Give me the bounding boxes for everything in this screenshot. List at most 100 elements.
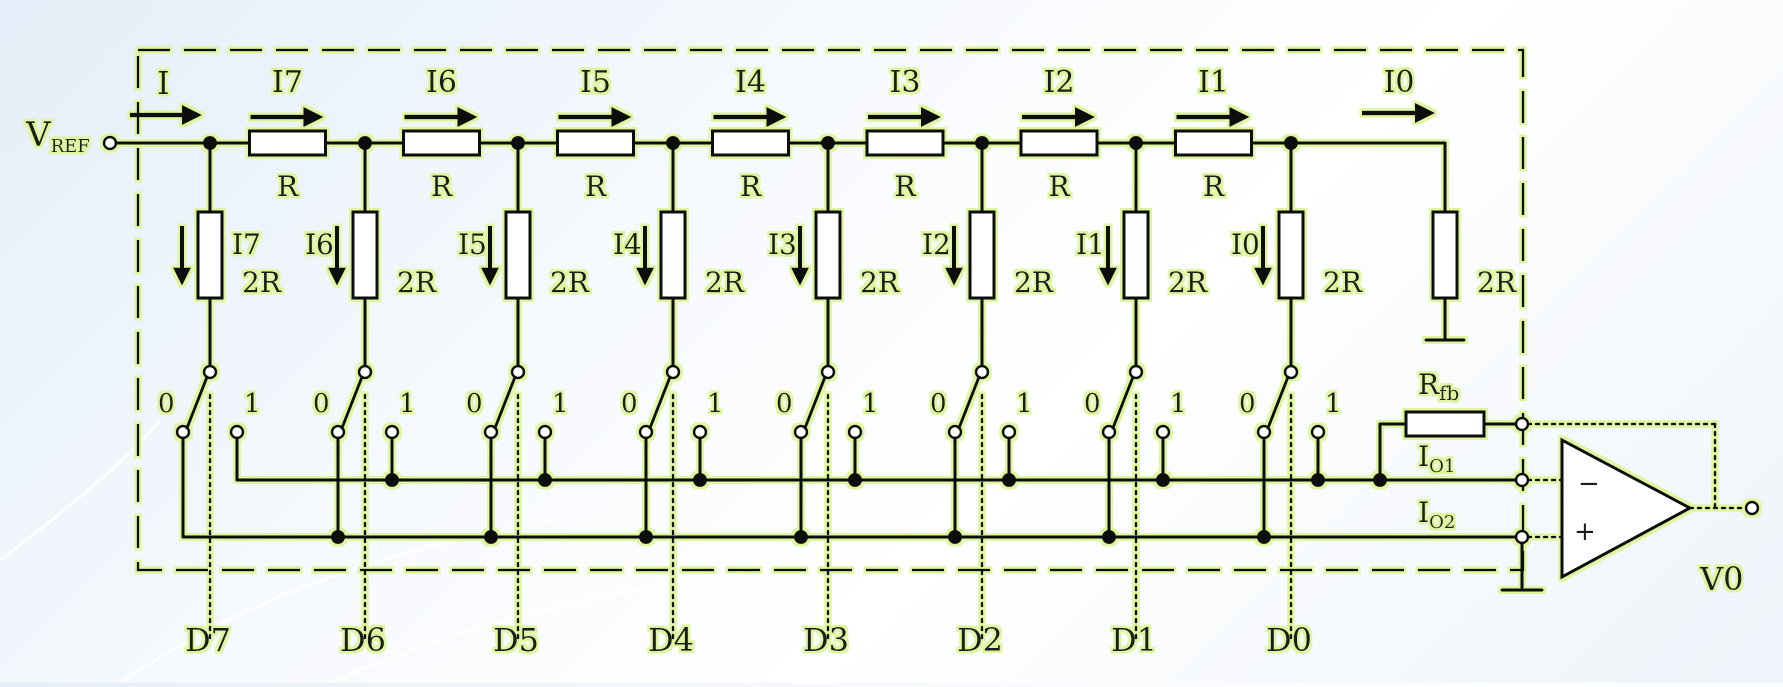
- io1-label-sub: O1: [1429, 456, 1455, 477]
- series-resistor-label-0: R: [277, 170, 299, 203]
- output-terminal: [1744, 500, 1760, 516]
- switch-blade-5: [957, 375, 981, 430]
- branch-resistor-2r-0: [196, 210, 224, 300]
- io1-label: IO1: [1418, 440, 1455, 477]
- switch-pos0-label-6: 0: [1084, 389, 1101, 419]
- switch-pos0-label-7: 0: [1239, 389, 1256, 419]
- switch-contact-1-0: [229, 424, 245, 440]
- io2-terminal: [1514, 529, 1530, 545]
- series-resistor-4: [865, 129, 945, 157]
- series-resistor-label-1: R: [431, 170, 453, 203]
- series-current-label-0: I7: [272, 65, 303, 100]
- branch-current-label-0: I7: [232, 228, 261, 261]
- digit-label-7: D0: [1266, 621, 1312, 659]
- terminating-resistor-label: 2R: [1477, 266, 1517, 299]
- branch-resistor-2r-1: [351, 210, 379, 300]
- branch-resistor-label-3: 2R: [705, 266, 745, 299]
- switch-pos1-label-2: 1: [552, 389, 569, 419]
- series-resistor-label-2: R: [585, 170, 607, 203]
- series-resistor-label-3: R: [740, 170, 762, 203]
- switch-pos1-label-6: 1: [1170, 389, 1187, 419]
- io1-terminal: [1514, 472, 1530, 488]
- switch-pos1-label-4: 1: [862, 389, 879, 419]
- switch-pos1-label-1: 1: [399, 389, 416, 419]
- branch-resistor-2r-2: [504, 210, 532, 300]
- switch-pos0-label-3: 0: [621, 389, 638, 419]
- digit-label-6: D1: [1111, 621, 1157, 659]
- switch-pivot-7: [1283, 364, 1299, 380]
- branch-current-label-3: I4: [613, 228, 642, 261]
- feedback-resistor-label-main: R: [1418, 368, 1440, 401]
- vref-label-main: V: [25, 115, 52, 155]
- branch-resistor-2r-5: [968, 210, 996, 300]
- vref-label: VREF: [25, 115, 90, 157]
- switch-pivot-6: [1128, 364, 1144, 380]
- branch-resistor-label-1: 2R: [397, 266, 437, 299]
- switch-contact-1-4: [847, 424, 863, 440]
- switch-pos0-label-1: 0: [313, 389, 330, 419]
- digit-label-2: D5: [493, 621, 539, 659]
- input-current-label: I: [157, 64, 170, 102]
- series-resistor-1: [402, 129, 481, 157]
- io2-label-main: I: [1418, 496, 1429, 529]
- switch-pivot-1: [357, 364, 373, 380]
- branch-current-label-2: I5: [458, 228, 487, 261]
- branch-resistor-label-5: 2R: [1014, 266, 1054, 299]
- branch-resistor-label-6: 2R: [1168, 266, 1208, 299]
- series-current-label-5: I2: [1044, 65, 1075, 100]
- switch-blade-7: [1266, 375, 1290, 430]
- switch-blade-4: [803, 375, 827, 430]
- branch-current-label-6: I1: [1076, 228, 1105, 261]
- io1-label-main: I: [1418, 440, 1429, 473]
- rfb-terminal: [1514, 416, 1530, 432]
- switch-pivot-0: [202, 364, 218, 380]
- switch-pivot-4: [820, 364, 836, 380]
- ic-boundary: [136, 48, 1525, 572]
- io2-label: IO2: [1418, 496, 1455, 533]
- branch-resistor-2r-6: [1122, 210, 1150, 300]
- series-resistor-2: [556, 129, 635, 157]
- digit-label-1: D6: [340, 621, 386, 659]
- switch-pos0-label-2: 0: [466, 389, 483, 419]
- series-resistor-label-6: R: [1203, 170, 1225, 203]
- digit-label-5: D2: [957, 621, 1003, 659]
- branch-resistor-2r-7: [1277, 210, 1305, 300]
- branch-current-label-4: I3: [768, 228, 797, 261]
- series-current-label-6: I1: [1198, 65, 1229, 100]
- branch-resistor-2r-3: [659, 210, 687, 300]
- series-current-label-2: I5: [580, 65, 611, 100]
- series-resistor-label-5: R: [1048, 170, 1070, 203]
- switch-pos1-label-3: 1: [707, 389, 724, 419]
- switch-blade-0: [185, 375, 209, 430]
- branch-resistor-label-0: 2R: [242, 266, 282, 299]
- switch-pos1-label-0: 1: [244, 389, 261, 419]
- branch-resistor-label-7: 2R: [1323, 266, 1363, 299]
- terminating-resistor-2r: [1431, 210, 1459, 300]
- feedback-resistor: [1404, 410, 1486, 438]
- switch-contact-1-2: [537, 424, 553, 440]
- digit-label-4: D3: [803, 621, 849, 659]
- digit-label-0: D7: [185, 621, 231, 659]
- series-resistor-6: [1174, 129, 1253, 157]
- branch-current-label-7: I0: [1231, 228, 1260, 261]
- branch-current-label-5: I2: [922, 228, 951, 261]
- series-resistor-5: [1019, 129, 1099, 157]
- series-resistor-3: [711, 129, 790, 157]
- series-current-label-4: I3: [890, 65, 921, 100]
- series-current-label-7: I0: [1384, 65, 1415, 100]
- series-current-label-3: I4: [735, 65, 766, 100]
- switch-pivot-2: [510, 364, 526, 380]
- vref-label-sub: REF: [51, 136, 90, 157]
- digit-label-3: D4: [648, 621, 694, 659]
- io2-label-sub: O2: [1429, 512, 1455, 533]
- opamp-minus-symbol: −: [1578, 469, 1600, 499]
- switch-pos0-label-0: 0: [158, 389, 175, 419]
- switch-contact-1-7: [1310, 424, 1326, 440]
- switch-contact-1-6: [1155, 424, 1171, 440]
- switch-contact-1-3: [692, 424, 708, 440]
- series-resistor-label-4: R: [894, 170, 916, 203]
- series-resistor-0: [248, 129, 327, 157]
- output-label: V0: [1699, 560, 1743, 598]
